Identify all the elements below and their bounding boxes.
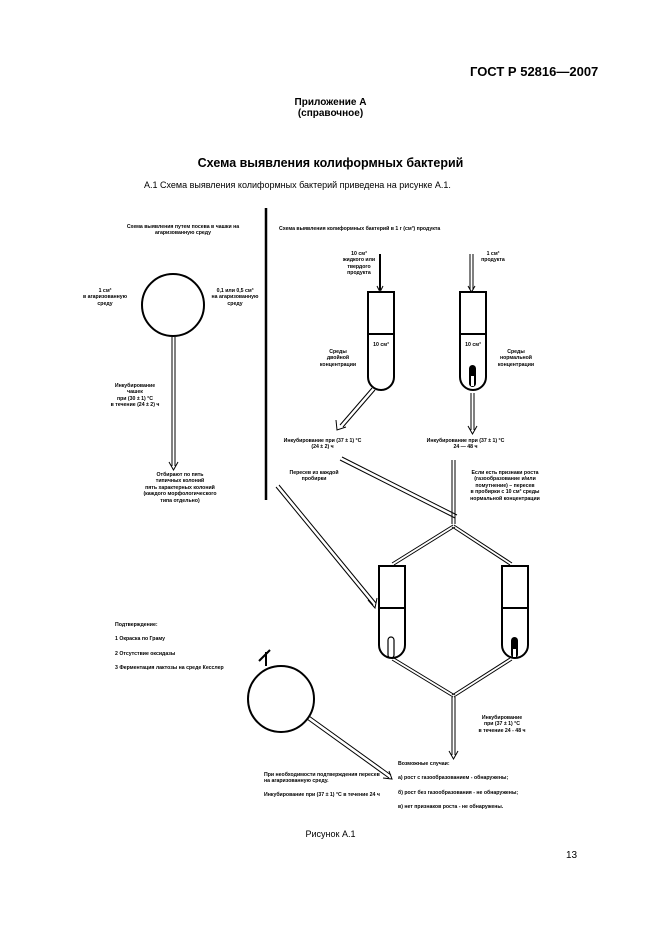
tube-2-medium: Среды нормальной концентрации (497, 349, 535, 368)
incubation-1: Инкубирование при (37 ± 1) °С (24 ± 2) ч (283, 438, 362, 451)
left-incubation: Инкубирование чашек при (30 ± 1) °С в те… (110, 383, 160, 409)
growth-label: Если есть признаки роста (газообразовани… (470, 470, 540, 502)
test-tube-4-icon (501, 565, 529, 659)
appendix-title: Приложение А (294, 97, 367, 108)
right-inoculum-2: 1 см³ продукта (481, 251, 505, 264)
confirmation-list: Подтверждение: 1 Окраска по Граму 2 Отсу… (115, 622, 224, 672)
section-title: Схема выявления колиформных бактерий (197, 156, 464, 170)
arrow-growth-down (451, 460, 456, 524)
arrow-final-down (448, 697, 459, 761)
tube-1-medium: Среды двойной концентрации (319, 349, 357, 368)
left-inoculum-left: 1 см³ в агаризованную среду (82, 288, 128, 307)
intro-paragraph: А.1 Схема выявления колиформных бактерий… (144, 180, 451, 190)
figure-caption: Рисунок А.1 (305, 829, 356, 839)
arrow-tube1-in (376, 254, 384, 294)
test-tube-3-icon (378, 565, 406, 659)
subculture-note: При необходимости подтверждения пересев … (264, 772, 380, 798)
page-number: 13 (566, 850, 578, 861)
arrow-colonies-to-tube (275, 484, 378, 610)
arrow-tube2-out (467, 393, 478, 436)
final-incubation: Инкубирование при (37 ± 1) °С в течение … (478, 715, 526, 734)
left-inoculum-right: 0,1 или 0,5 см³ на агаризованную среду (211, 288, 259, 307)
appendix-type: (справочное) (297, 108, 364, 119)
arrow-tube2-in (467, 254, 476, 293)
left-heading: Схема выявления путем посева в чашки на … (126, 224, 240, 237)
tube-1-volume: 10 см³ (373, 342, 389, 348)
arrow-left-down (168, 337, 179, 472)
arrow-to-confirm-tube (339, 456, 458, 519)
petri-dish-icon (141, 273, 205, 337)
right-inoculum-1: 10 см³ жидкого или твердого продукта (342, 251, 376, 277)
test-tube-1-icon (367, 291, 395, 391)
test-tube-2-icon (459, 291, 487, 391)
petri-dish-icon (247, 665, 315, 733)
right-heading: Схема выявления колиформных бактерий в 1… (279, 226, 441, 232)
arrow-tube1-out (335, 387, 376, 431)
standard-number: ГОСТ Р 52816—2007 (470, 64, 599, 79)
transfer-label: Пересев из каждой пробирки (289, 470, 339, 483)
incubation-2: Инкубирование при (37 ± 1) °С 24 — 48 ч (426, 438, 505, 451)
gas-bubble-icon (511, 637, 518, 658)
tube-2-volume: 10 см³ (465, 342, 481, 348)
arrow-dish-to-outcomes (306, 715, 393, 780)
split-arrows (391, 524, 513, 698)
appendix-heading: Приложение А (справочное) (0, 97, 661, 119)
outcomes-list: Возможные случаи: а) рост с газообразова… (398, 761, 519, 811)
left-colony-selection: Отбирают по пять типичных колоний пять х… (143, 472, 217, 504)
